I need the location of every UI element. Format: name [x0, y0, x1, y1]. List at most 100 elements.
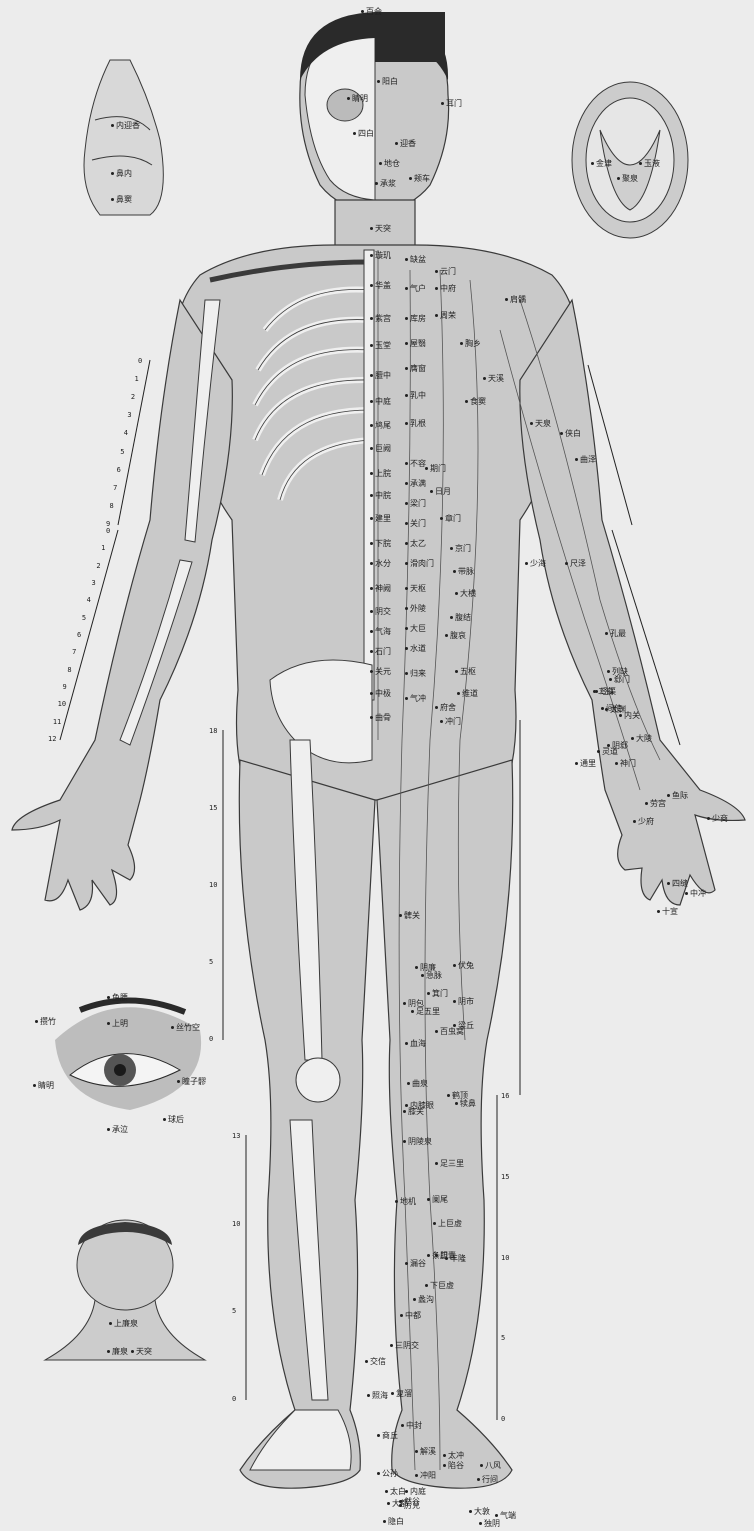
acupoint-marker [370, 650, 373, 653]
leg-point-label: 冲阳 [420, 1472, 436, 1480]
acupoint-marker [435, 287, 438, 290]
torso-point-label: 巨阙 [375, 445, 391, 453]
ruler-tick-label: 4 [87, 597, 91, 604]
acupoint-marker [370, 344, 373, 347]
leg-point-label: 蠡沟 [418, 1296, 434, 1304]
leg-point-label: 大敦 [474, 1508, 490, 1516]
ruler-tick-label: 16 [501, 1093, 509, 1100]
leg-point-label: 内膝眼 [410, 1102, 434, 1110]
arm-point-label: 间使 [606, 705, 622, 713]
acupoint-marker [453, 570, 456, 573]
acupoint-marker [407, 1082, 410, 1085]
arm-point-label: 劳宫 [650, 800, 666, 808]
acupoint-marker [415, 1450, 418, 1453]
leg-point-label: 公孙 [382, 1470, 398, 1478]
leg-point-label: 独阴 [484, 1520, 500, 1528]
acupoint-marker [435, 706, 438, 709]
eye-point-label: 丝竹空 [176, 1024, 200, 1032]
torso-point-label: 建里 [375, 515, 391, 523]
acupoint-marker [370, 542, 373, 545]
acupoint-marker [405, 342, 408, 345]
arm-point-label: 阴郄 [612, 742, 628, 750]
acupoint-marker [405, 607, 408, 610]
mouth-inset [572, 82, 688, 238]
nose-point-label: 内迎香 [116, 122, 140, 130]
leg-point-label: 三阴交 [395, 1342, 419, 1350]
acupoint-marker [403, 1002, 406, 1005]
ruler-tick-label: 10 [209, 882, 217, 889]
ruler-tick-label: 10 [501, 1255, 509, 1262]
torso-point-label: 五枢 [460, 668, 476, 676]
torso-point-label: 京门 [455, 545, 471, 553]
acupoint-marker [597, 750, 600, 753]
acupoint-marker [415, 1474, 418, 1477]
ruler-tick-label: 18 [209, 728, 217, 735]
leg-point-label: 伏兔 [458, 962, 474, 970]
ruler-tick-label: 5 [501, 1335, 505, 1342]
acupoint-marker [469, 1510, 472, 1513]
acupoint-marker [435, 314, 438, 317]
leg-point-label: 隐白 [388, 1518, 404, 1526]
leg-point-label: 阑尾 [432, 1196, 448, 1204]
ruler-tick-label: 5 [232, 1308, 236, 1315]
arm-point-label: 大陵 [636, 735, 652, 743]
acupoint-marker [353, 132, 356, 135]
acupoint-marker [107, 1350, 110, 1353]
torso-point-label: 玉堂 [375, 342, 391, 350]
leg-point-label: 内庭 [410, 1488, 426, 1496]
acupoint-marker [460, 342, 463, 345]
acupoint-marker [405, 1104, 408, 1107]
eye-point-label: 鱼腰 [112, 994, 128, 1002]
arm-point-label: 四缝 [672, 880, 688, 888]
torso-point-label: 曲骨 [375, 714, 391, 722]
acupoint-marker [347, 97, 350, 100]
acupoint-marker [483, 377, 486, 380]
ruler-tick-label: 3 [127, 412, 131, 419]
torso-point-label: 关元 [375, 668, 391, 676]
torso-point-label: 承满 [410, 480, 426, 488]
acupoint-marker [450, 547, 453, 550]
ruler-tick-label: 0 [232, 1396, 236, 1403]
torso-point-label: 水分 [375, 560, 391, 568]
arm-point-label: 神门 [620, 760, 636, 768]
head-point-label: 阳白 [382, 78, 398, 86]
acupoint-marker [405, 367, 408, 370]
ruler-tick-label: 11 [53, 719, 61, 726]
torso-point-label: 带脉 [458, 568, 474, 576]
neck-point-label: 廉泉 [112, 1348, 128, 1356]
acupoint-marker [575, 762, 578, 765]
neck-point-label: 天突 [136, 1348, 152, 1356]
ruler-tick-label: 0 [209, 1036, 213, 1043]
ruler-tick-label: 15 [501, 1174, 509, 1181]
acupoint-marker [427, 992, 430, 995]
mouth-point-label: 金津 [596, 160, 612, 168]
torso-point-label: 梁门 [410, 500, 426, 508]
acupoint-marker [435, 1254, 438, 1257]
acupoint-marker [447, 1094, 450, 1097]
torso-point-label: 食窦 [470, 398, 486, 406]
acupoint-marker [131, 1350, 134, 1353]
acupoint-marker [440, 517, 443, 520]
acupoint-marker [370, 424, 373, 427]
acupoint-marker [405, 672, 408, 675]
torso-point-label: 屋翳 [410, 340, 426, 348]
torso-point-label: 中极 [375, 690, 391, 698]
acupoint-marker [455, 670, 458, 673]
eye-inset [55, 1000, 201, 1110]
torso-point-label: 关门 [410, 520, 426, 528]
leg-point-label: 髀关 [404, 912, 420, 920]
leg-point-label: 气端 [500, 1512, 516, 1520]
acupoint-marker [370, 400, 373, 403]
mouth-point-label: 聚泉 [622, 175, 638, 183]
torso-point-label: 鸠尾 [375, 422, 391, 430]
leg-point-label: 中封 [406, 1422, 422, 1430]
ruler-tick-label: 5 [82, 615, 86, 622]
acupoint-marker [377, 1434, 380, 1437]
torso-point-label: 胸乡 [465, 340, 481, 348]
torso-point-label: 太乙 [410, 540, 426, 548]
acupoint-marker [405, 522, 408, 525]
acupoint-marker [480, 1464, 483, 1467]
leg-point-label: 商丘 [382, 1432, 398, 1440]
ruler-tick-label: 6 [117, 467, 121, 474]
torso-point-label: 天突 [375, 225, 391, 233]
